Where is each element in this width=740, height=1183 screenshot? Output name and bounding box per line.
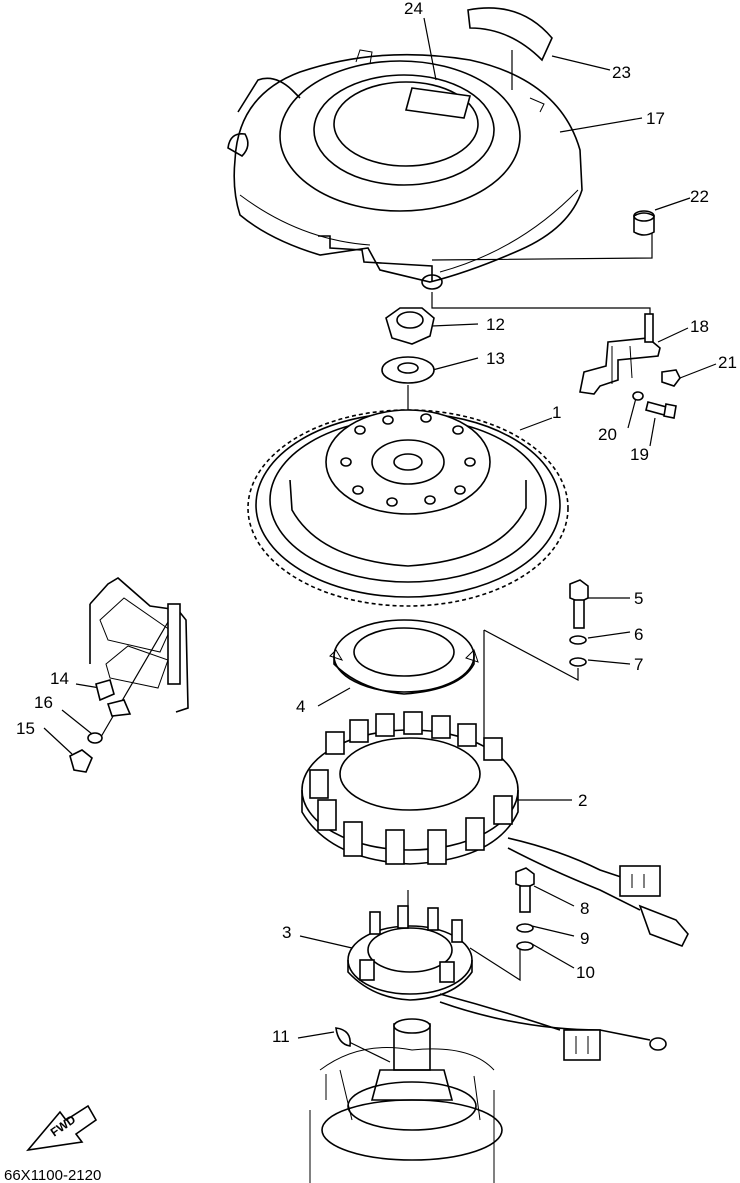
- coil-plate: [329, 619, 479, 695]
- callout-23: 23: [612, 63, 631, 82]
- woodruff-key: [335, 1027, 352, 1047]
- callout-4: 4: [296, 697, 305, 716]
- diagram-code: 66X1100-2120: [4, 1167, 101, 1183]
- callout-21: 21: [718, 353, 737, 372]
- callout-6: 6: [634, 625, 643, 644]
- pulser-coil: [347, 905, 667, 1061]
- callout-3: 3: [282, 923, 291, 942]
- side-bracket: [69, 577, 189, 773]
- callout-14: 14: [50, 669, 69, 688]
- flywheel-holes: [340, 413, 476, 507]
- callout-11: 11: [272, 1027, 290, 1046]
- callout-1: 1: [552, 403, 561, 422]
- washer-10: [516, 941, 534, 951]
- screw-8: [515, 867, 535, 913]
- nut: [385, 307, 435, 345]
- washer-7: [569, 657, 587, 667]
- spring-washer-9: [516, 923, 534, 933]
- callout-9: 9: [580, 929, 589, 948]
- callout-20: 20: [598, 425, 617, 444]
- callout-5: 5: [634, 589, 643, 608]
- callout-12: 12: [486, 315, 505, 334]
- callout-22: 22: [690, 187, 709, 206]
- callout-8: 8: [580, 899, 589, 918]
- callout-17: 17: [646, 109, 665, 128]
- callout-18: 18: [690, 317, 709, 336]
- callout-24: 24: [404, 0, 423, 18]
- callout-15: 15: [16, 719, 35, 738]
- stator-teeth: [309, 711, 513, 865]
- callout-2: 2: [578, 791, 587, 810]
- bolt-5: [569, 579, 589, 629]
- callout-labels: 1 2 3 4 5 6 7 8 9 10 11 12 13 14 15 16 1…: [16, 0, 737, 1046]
- callout-13: 13: [486, 349, 505, 368]
- flywheel-cover: [227, 7, 583, 290]
- flywheel: [247, 409, 569, 607]
- stator: [301, 711, 689, 948]
- crankshaft-block: [309, 1018, 503, 1183]
- plain-washer: [381, 356, 435, 384]
- fwd-arrow-icon: FWD: [26, 1104, 98, 1152]
- callout-7: 7: [634, 655, 643, 674]
- callout-19: 19: [630, 445, 649, 464]
- callout-10: 10: [576, 963, 595, 982]
- spring-washer-6: [569, 635, 587, 645]
- bracket-assembly: [579, 313, 681, 419]
- grommet: [633, 210, 655, 236]
- callout-16: 16: [34, 693, 53, 712]
